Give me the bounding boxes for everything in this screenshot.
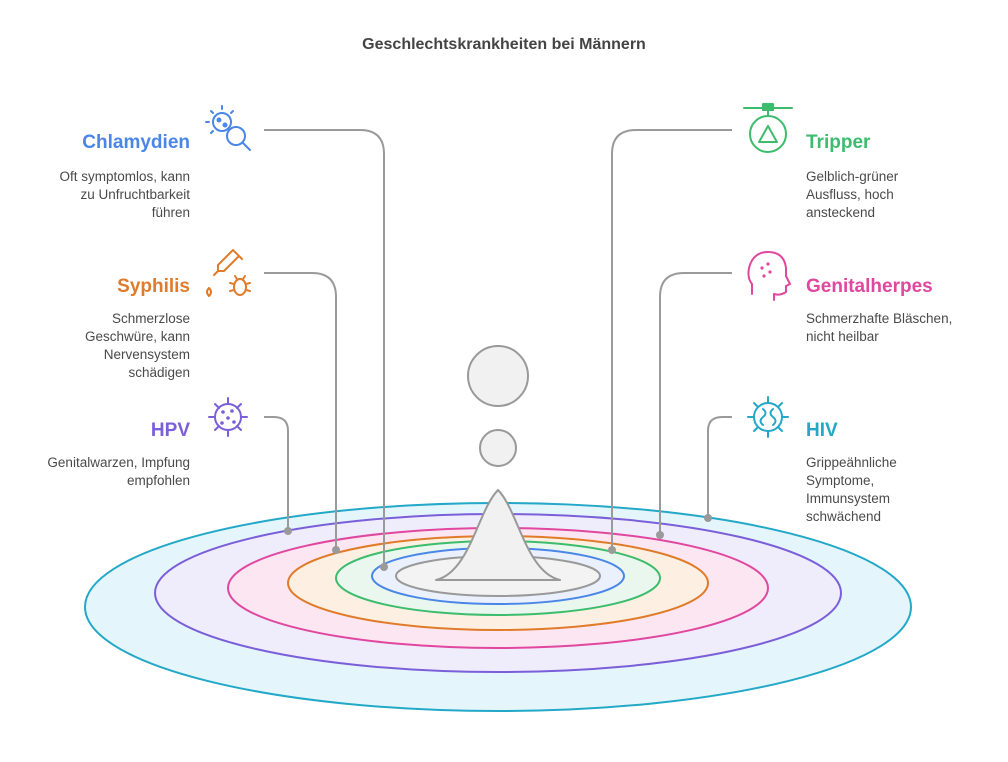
label-chlamydien: Chlamydien [82, 132, 190, 153]
desc-line: Grippeähnliche [806, 455, 897, 470]
desc-syphilis: Schmerzlose Geschwüre, kann Nervensystem… [85, 310, 190, 382]
desc-line: führen [151, 205, 190, 220]
diagram-title: Geschlechtskrankheiten bei Männern [362, 36, 646, 53]
desc-genitalherpes: Schmerzhafte Bläschen, nicht heilbar [806, 310, 952, 346]
connector-hpv [264, 416, 289, 531]
desc-line: Immunsystem [806, 491, 891, 506]
desc-line: empfohlen [126, 473, 190, 488]
pipette-bug-icon [206, 249, 251, 297]
flask-icon [743, 103, 793, 153]
desc-line: Gelblich-grüner [806, 169, 899, 184]
desc-hpv: Genitalwarzen, Impfung empfohlen [47, 454, 190, 490]
connector-dot-genitalherpes [656, 531, 664, 539]
desc-line: nicht heilbar [806, 329, 879, 344]
droplet-splash [435, 489, 561, 581]
connector-syphilis [264, 272, 337, 550]
desc-line: zu Unfruchtbarkeit [80, 187, 190, 202]
connector-dot-tripper [608, 546, 616, 554]
connector-tripper [611, 129, 732, 550]
desc-line: Genitalwarzen, Impfung [47, 455, 190, 470]
connector-chlamydien [264, 129, 385, 567]
label-hiv: HIV [806, 420, 838, 441]
desc-line: ansteckend [806, 205, 876, 220]
virus-icon [208, 397, 248, 437]
desc-line: Nervensystem [103, 347, 190, 362]
droplet-small [479, 429, 517, 467]
face-rash-icon [747, 251, 791, 301]
droplet-large [467, 345, 529, 407]
desc-tripper: Gelblich-grüner Ausfluss, hoch anstecken… [806, 168, 898, 222]
desc-line: Schmerzlose [111, 311, 190, 326]
connector-dot-hiv [704, 514, 712, 522]
desc-line: Geschwüre, kann [84, 329, 190, 344]
desc-line: schädigen [128, 365, 190, 380]
connector-hiv [707, 416, 732, 518]
label-syphilis: Syphilis [117, 276, 190, 297]
desc-line: Oft symptomlos, kann [59, 169, 190, 184]
desc-chlamydien: Oft symptomlos, kann zu Unfruchtbarkeit … [59, 168, 190, 222]
label-hpv: HPV [150, 420, 190, 441]
desc-hiv: Grippeähnliche Symptome, Immunsystem sch… [806, 454, 897, 526]
hiv-virus-icon [747, 396, 789, 438]
label-genitalherpes: Genitalherpes [806, 276, 933, 297]
desc-line: Symptome, [806, 473, 875, 488]
bacteria-magnifier-icon [205, 105, 251, 151]
desc-line: Ausfluss, hoch [806, 187, 894, 202]
connector-dot-hpv [284, 527, 292, 535]
connector-dot-syphilis [332, 546, 340, 554]
connector-genitalherpes [659, 272, 732, 535]
connector-dot-chlamydien [380, 563, 388, 571]
desc-line: schwächend [806, 509, 882, 524]
desc-line: Schmerzhafte Bläschen, [806, 311, 953, 326]
label-tripper: Tripper [806, 132, 871, 153]
